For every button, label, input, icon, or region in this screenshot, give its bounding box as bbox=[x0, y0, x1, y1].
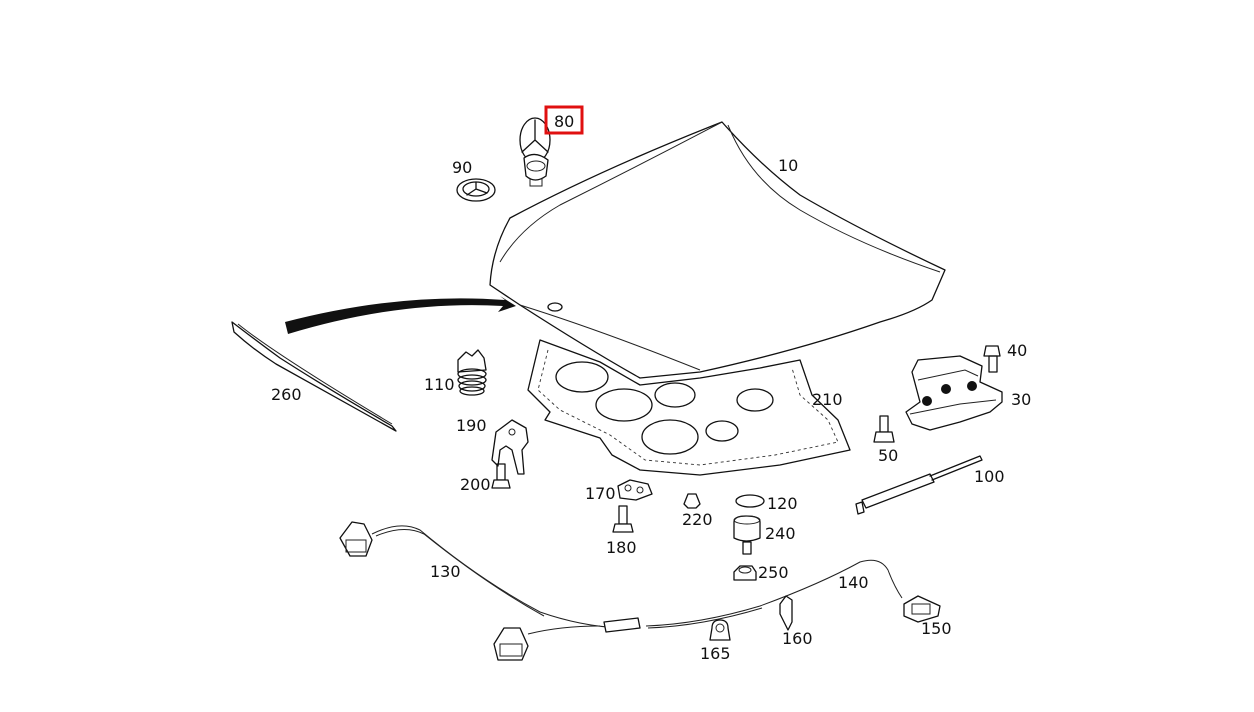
label-90: 90 bbox=[452, 158, 472, 177]
label-30: 30 bbox=[1011, 390, 1031, 409]
bolt-200 bbox=[491, 463, 511, 489]
label-260: 260 bbox=[271, 385, 302, 404]
clip-160 bbox=[779, 595, 793, 631]
insulation-mat bbox=[527, 339, 851, 476]
label-50: 50 bbox=[878, 446, 898, 465]
label-160: 160 bbox=[782, 629, 813, 648]
label-220: 220 bbox=[682, 510, 713, 529]
spring-buffer-110 bbox=[457, 349, 487, 396]
label-150: 150 bbox=[921, 619, 952, 638]
cable-holder-165 bbox=[709, 619, 731, 641]
hinge-30 bbox=[905, 355, 1003, 431]
pointer-arrow bbox=[285, 296, 516, 334]
label-190: 190 bbox=[456, 416, 487, 435]
bolt-180 bbox=[612, 505, 634, 533]
gas-strut-100 bbox=[855, 455, 983, 515]
label-140: 140 bbox=[838, 573, 869, 592]
label-170: 170 bbox=[585, 484, 616, 503]
label-100: 100 bbox=[974, 467, 1005, 486]
clip-220 bbox=[683, 493, 701, 509]
bolt-50 bbox=[873, 415, 895, 443]
highlight-box-80 bbox=[544, 105, 584, 135]
part-labels: 10 80 90 260 110 190 200 210 40 30 50 10… bbox=[271, 112, 1031, 663]
clip-170 bbox=[617, 479, 653, 501]
emblem-badge-90 bbox=[456, 178, 496, 202]
label-250: 250 bbox=[758, 563, 789, 582]
label-130: 130 bbox=[430, 562, 461, 581]
cable-end-130-lower bbox=[493, 627, 529, 661]
release-cable-130 bbox=[371, 525, 641, 635]
label-165: 165 bbox=[700, 644, 731, 663]
cable-end-130-upper bbox=[339, 521, 373, 557]
label-210: 210 bbox=[812, 390, 843, 409]
label-240: 240 bbox=[765, 524, 796, 543]
label-110: 110 bbox=[424, 375, 455, 394]
grommet-250 bbox=[733, 565, 757, 581]
bolt-40 bbox=[983, 345, 1001, 373]
latch-150 bbox=[903, 595, 941, 623]
cable-140 bbox=[645, 559, 903, 629]
washer-120 bbox=[735, 494, 765, 508]
rubber-buffer-240 bbox=[733, 515, 761, 555]
label-10: 10 bbox=[778, 156, 798, 175]
star-emblem-80 bbox=[519, 117, 551, 187]
bracket-190 bbox=[491, 419, 529, 475]
seal-strip-260 bbox=[231, 321, 397, 432]
label-180: 180 bbox=[606, 538, 637, 557]
label-120: 120 bbox=[767, 494, 798, 513]
label-80: 80 bbox=[554, 112, 574, 131]
label-40: 40 bbox=[1007, 341, 1027, 360]
label-200: 200 bbox=[460, 475, 491, 494]
hood-panel bbox=[489, 121, 946, 379]
